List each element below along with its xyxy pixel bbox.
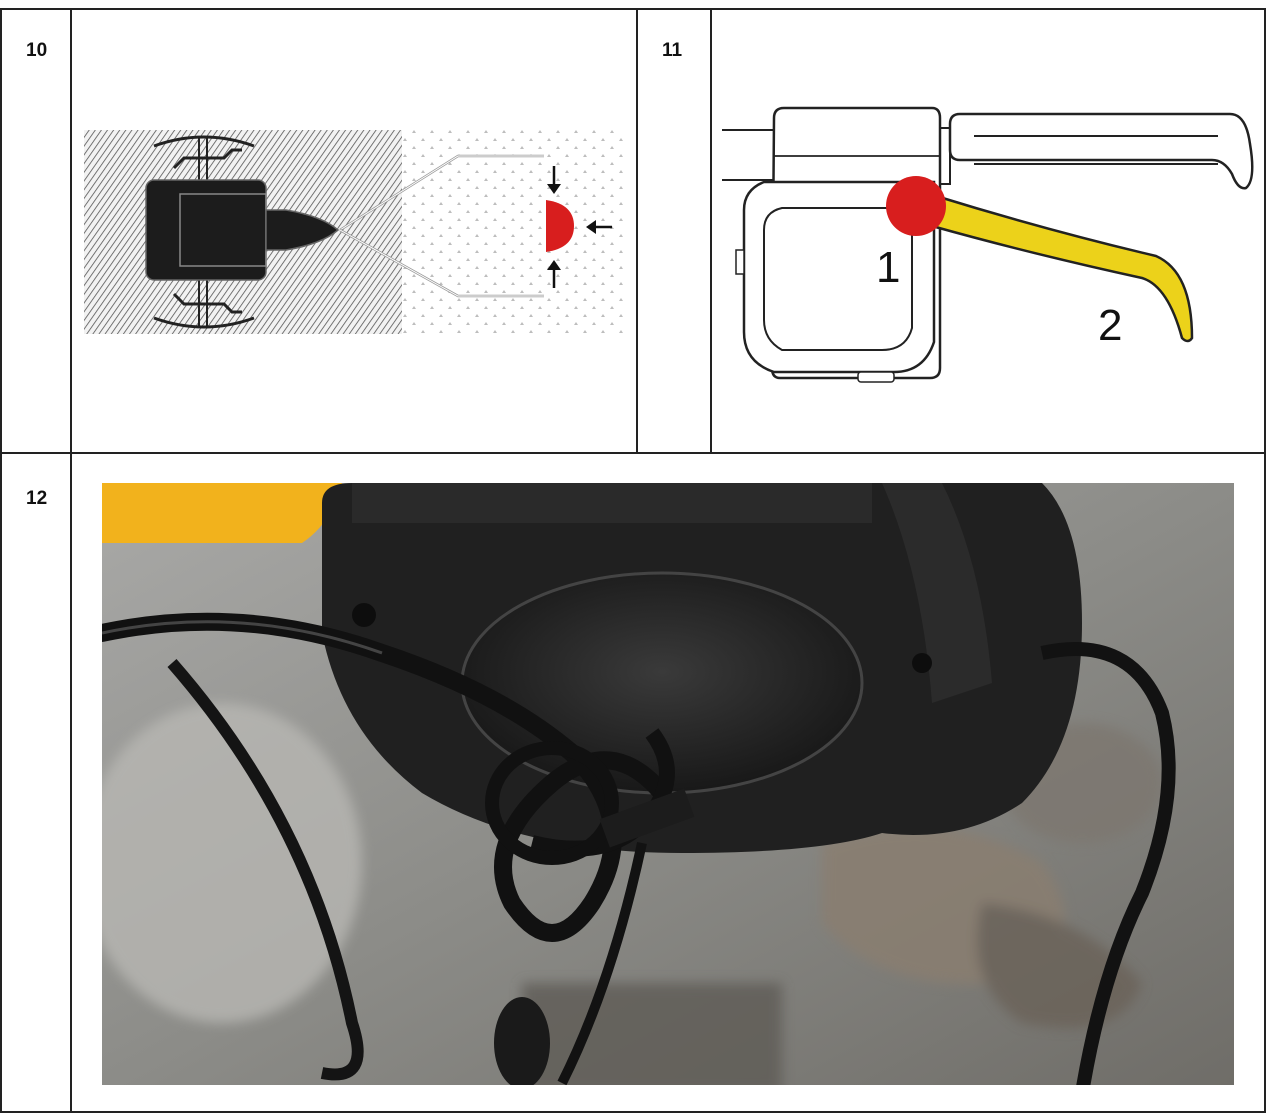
nozzle-top-view-illustration: [84, 128, 624, 338]
callout-label-1: 1: [876, 243, 900, 293]
step-number-10: 10: [26, 40, 47, 62]
step-number-12: 12: [26, 488, 47, 510]
red-pivot-highlight: [886, 176, 946, 236]
column-divider: [636, 8, 638, 454]
machine-body: [146, 180, 266, 280]
dotted-ground: [402, 130, 624, 334]
step-number-11: 11: [662, 40, 682, 62]
row-divider: [0, 452, 1266, 454]
callout-label-2: 2: [1098, 301, 1122, 351]
cable-loop-photo: [102, 483, 1234, 1085]
column-divider: [710, 8, 712, 454]
handle-lever-illustration: [722, 100, 1262, 400]
handle-grip: [950, 114, 1252, 188]
yellow-lever: [932, 196, 1192, 341]
yellow-machine-part: [102, 483, 342, 543]
column-divider: [70, 8, 72, 1113]
